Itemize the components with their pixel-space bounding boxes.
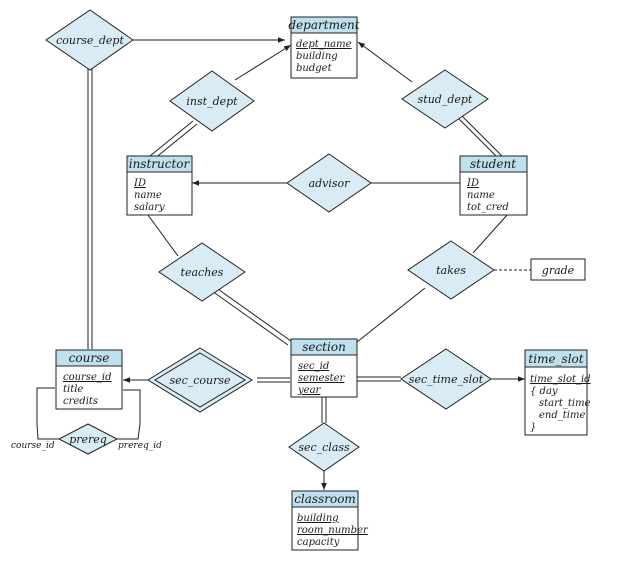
relationship-inst-dept-label: inst_dept <box>186 95 238 108</box>
relationship-sec-class-label: sec_class <box>298 441 350 454</box>
classroom-attr-building: building <box>297 513 339 524</box>
entity-student: student ID name tot_cred <box>459 155 528 216</box>
course-attr-course-id: course_id <box>63 372 112 383</box>
classroom-attr-room-number: room_number <box>297 525 369 536</box>
entity-section: section sec_id semester year <box>290 338 358 398</box>
relationship-sec-time-slot: sec_time_slot <box>400 348 492 410</box>
section-attr-semester: semester <box>298 373 346 384</box>
department-attr-building: building <box>296 51 338 62</box>
relationship-sec-course-label: sec_course <box>169 374 231 387</box>
teaches-to-section-line-b <box>211 290 289 346</box>
time-slot-attr-time-slot-id: time_slot_id <box>530 374 591 385</box>
entity-time-slot-title: time_slot <box>528 352 583 366</box>
instructor-attr-name: name <box>134 190 162 201</box>
entity-classroom-title: classroom <box>294 492 356 506</box>
prereq-course-id-line <box>36 387 60 440</box>
attribute-grade-label: grade <box>542 264 575 277</box>
instructor-attr-id: ID <box>133 178 146 189</box>
entity-course-title: course <box>69 351 110 365</box>
prereq-prereq-id-line <box>117 389 141 440</box>
takes-to-section-line <box>356 287 426 343</box>
entity-course: course course_id title credits <box>55 349 123 410</box>
classroom-attr-capacity: capacity <box>297 537 340 548</box>
relationship-advisor: advisor <box>286 153 372 213</box>
attribute-grade: grade <box>530 258 586 281</box>
role-label-course-id: course_id <box>11 441 55 451</box>
instructor-attr-salary: salary <box>134 202 165 213</box>
entity-instructor-title: instructor <box>129 157 191 171</box>
relationship-takes: takes <box>407 240 495 300</box>
entity-section-title: section <box>302 340 346 354</box>
inst-dept-to-department-line <box>234 44 292 81</box>
entity-time-slot: time_slot time_slot_id { day start_time … <box>524 349 591 436</box>
relationship-stud-dept: stud_dept <box>401 69 489 129</box>
connections <box>36 37 531 490</box>
time-slot-attr-day: { day <box>530 386 558 397</box>
inst-dept-to-instructor-line-a <box>149 120 194 157</box>
time-slot-attr-start-time: start_time <box>539 398 591 409</box>
department-attr-dept-name: dept_name <box>296 39 352 50</box>
relationship-prereq: prereq <box>57 423 119 455</box>
course-attr-title: title <box>63 384 83 395</box>
relationship-teaches: teaches <box>158 242 246 302</box>
course-attr-credits: credits <box>63 396 98 407</box>
student-attr-name: name <box>467 190 495 201</box>
entity-department: department dept_name building budget <box>288 16 360 79</box>
relationship-inst-dept: inst_dept <box>169 70 255 132</box>
section-attr-sec-id: sec_id <box>298 361 329 372</box>
relationship-course-dept-label: course_dept <box>56 34 124 47</box>
stud-dept-to-student-line-b <box>458 118 500 160</box>
student-attr-id: ID <box>466 178 479 189</box>
student-attr-tot-cred: tot_cred <box>467 202 509 213</box>
relationship-sec-class: sec_class <box>288 422 360 472</box>
teaches-to-section-line-a <box>214 286 292 342</box>
relationship-prereq-label: prereq <box>69 433 107 446</box>
entity-department-title: department <box>288 18 359 32</box>
relationship-sec-course: sec_course <box>147 347 253 413</box>
entity-student-title: student <box>470 157 516 171</box>
relationship-takes-label: takes <box>436 264 466 277</box>
entity-classroom: classroom building room_number capacity <box>291 490 369 551</box>
relationship-teaches-label: teaches <box>181 266 224 279</box>
section-attr-year: year <box>297 385 322 396</box>
relationship-course-dept: course_dept <box>45 9 134 71</box>
time-slot-attr-close-brace: } <box>530 422 536 433</box>
relationship-sec-time-slot-label: sec_time_slot <box>409 373 484 386</box>
stud-dept-to-department-line <box>357 41 413 83</box>
stud-dept-to-student-line-a <box>461 115 503 157</box>
department-attr-budget: budget <box>296 63 333 74</box>
time-slot-attr-end-time: end_time <box>539 410 585 421</box>
relationship-stud-dept-label: stud_dept <box>418 93 473 106</box>
entity-instructor: instructor ID name salary <box>126 155 193 216</box>
inst-dept-to-instructor-line-b <box>153 123 198 160</box>
relationship-advisor-label: advisor <box>309 177 351 190</box>
role-label-prereq-id: prereq_id <box>118 441 162 451</box>
takes-to-student-line <box>472 213 509 254</box>
teaches-to-instructor-line <box>147 214 179 257</box>
